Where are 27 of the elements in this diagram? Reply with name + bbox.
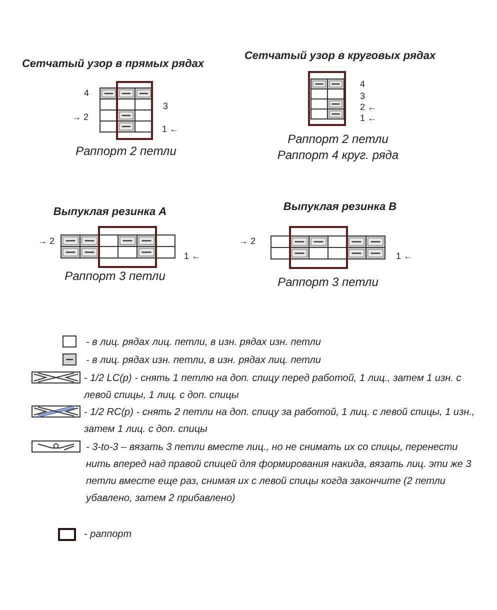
row-number: 2 ←: [360, 101, 377, 113]
row-number: 1 ←: [162, 123, 179, 135]
row-number: 1 ←: [396, 250, 413, 262]
row-number: 1 ←: [360, 112, 377, 124]
row-number: 3: [163, 100, 168, 112]
chart-title: Выпуклая резинка B: [283, 201, 397, 213]
repeat-caption: Раппорт 2 петли: [288, 133, 388, 145]
legend-text: - в лиц. рядах изн. петли, в изн. рядах лиц. петли: [86, 354, 322, 368]
repeat-caption: Раппорт 3 петли: [64, 270, 166, 282]
repeat-caption: Раппорт 4 круг. ряда: [277, 149, 399, 161]
legend-text: - 1/2 RC(p) - снять 2 петли на доп. спицу за работой, 1 лиц. с левой спицы, 1 изн., затем 1 лиц. с доп. спицы: [84, 406, 476, 437]
row-number: 3: [360, 90, 366, 102]
legend-text: - раппорт: [84, 528, 133, 542]
chart-title: Сетчатый узор в прямых рядах: [22, 58, 204, 70]
legend-text: - 1/2 LC(p) - снять 1 петлю на доп. спицу перед работой, 1 лиц., затем 1 изн. с левой спицы, 1 лиц. с доп. спицы: [84, 372, 462, 403]
legend-text: - 3-to-3 – вязать 3 петли вместе лиц., но не снимать их со спицы, перенести нить вперед над правой спицей для формирования накида, вязать лиц. эти же 3 петли вместе еще раз, снимая их с левой спицы когда закончите (2 петли убавлено, затем 2 прибавлено): [86, 441, 472, 506]
row-number: 1 ←: [184, 250, 201, 262]
row-number: → 2: [239, 235, 256, 247]
row-number: 4: [360, 78, 366, 90]
legend-text: - в лиц. рядах лиц. петли, в изн. рядах изн. петли: [86, 336, 322, 350]
repeat-caption: Раппорт 3 петли: [278, 276, 378, 288]
chart-title: Выпуклая резинка A: [53, 206, 167, 218]
row-number: → 2: [38, 235, 55, 247]
repeat-caption: Раппорт 2 петли: [76, 145, 176, 157]
chart-title: Сетчатый узор в круговых рядах: [244, 50, 436, 62]
row-number: → 2: [72, 111, 89, 123]
row-number: 4: [84, 87, 90, 99]
